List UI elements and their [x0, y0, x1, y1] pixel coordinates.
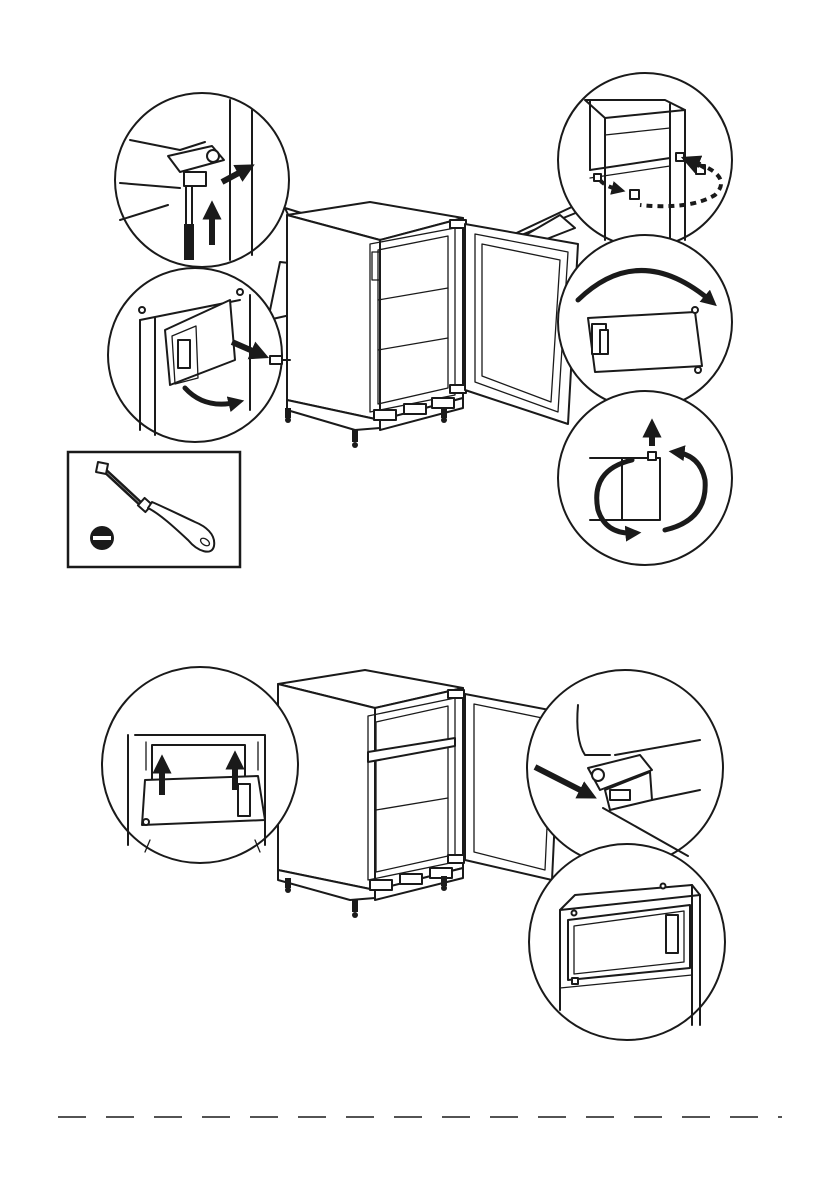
handle-removal-detail [108, 268, 290, 442]
slotted-head-symbol [90, 526, 114, 550]
appliance-open-door [285, 202, 578, 448]
shelf-lift-detail [102, 667, 298, 863]
hinge-insert-detail [527, 670, 723, 866]
tool-box [68, 452, 240, 567]
appliance-closed-view [278, 670, 560, 918]
figure-1 [68, 73, 732, 567]
hinge-removal-detail [115, 93, 289, 267]
door-rotate-detail [558, 235, 732, 409]
hinge-flip-detail [558, 391, 732, 565]
hinge-pin-relocation-detail [558, 73, 732, 247]
freezer-door-detail [529, 844, 725, 1040]
figure-2 [102, 667, 725, 1040]
